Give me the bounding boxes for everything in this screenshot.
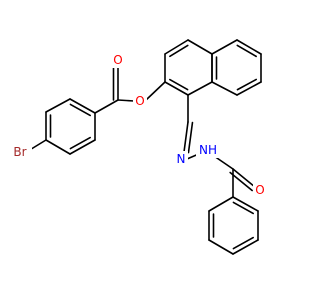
atom-nh-amide-label: NH — [199, 143, 217, 157]
bond-26 — [232, 196, 259, 212]
bond-6 — [69, 139, 96, 155]
bond-47 — [229, 171, 253, 192]
bond-40 — [145, 81, 166, 101]
bond-39 — [117, 99, 135, 102]
bond-5 — [45, 139, 71, 155]
bond-14 — [164, 81, 189, 96]
bond-layer — [27, 39, 262, 255]
molecule-diagram: Br O O N NH O — [8, 39, 267, 255]
bond-19 — [236, 44, 257, 58]
bond-7 — [69, 136, 91, 150]
atom-br: Br — [8, 144, 32, 160]
bond-45 — [213, 155, 234, 170]
atom-o-amide: O — [253, 182, 267, 198]
bond-29 — [232, 239, 259, 255]
bond-34 — [208, 196, 234, 212]
atom-br-label: Br — [13, 145, 26, 159]
bond-42 — [183, 121, 189, 153]
bond-10 — [169, 44, 189, 58]
atom-label-layer: Br O O N NH O — [8, 52, 267, 198]
bond-9 — [164, 39, 189, 55]
bond-27 — [232, 201, 254, 215]
bond-31 — [208, 239, 234, 255]
atom-o-ester-carbonyl: O — [111, 52, 125, 68]
atom-n-hydrazone: N — [174, 151, 188, 167]
bond-11 — [187, 39, 213, 55]
bond-46 — [232, 168, 256, 188]
bond-36 — [94, 99, 119, 114]
bond-22 — [236, 78, 258, 91]
bond-0 — [69, 98, 96, 114]
atom-o-ester-label: O — [135, 94, 144, 108]
atom-o-ester-carbonyl-label: O — [113, 53, 122, 67]
bond-18 — [236, 39, 262, 55]
atom-o-amide-label: O — [255, 183, 264, 197]
bond-43 — [187, 121, 194, 154]
bond-30 — [232, 236, 254, 250]
bond-15 — [169, 78, 189, 91]
bond-21 — [236, 81, 262, 96]
atom-o-ester: O — [133, 93, 147, 109]
bond-13 — [187, 81, 213, 96]
bond-2 — [45, 98, 71, 113]
bond-1 — [69, 103, 91, 117]
atom-nh-amide: NH — [196, 142, 220, 158]
bond-17 — [211, 39, 238, 55]
bond-23 — [211, 81, 238, 96]
atom-n-hydrazone-label: N — [177, 152, 186, 166]
